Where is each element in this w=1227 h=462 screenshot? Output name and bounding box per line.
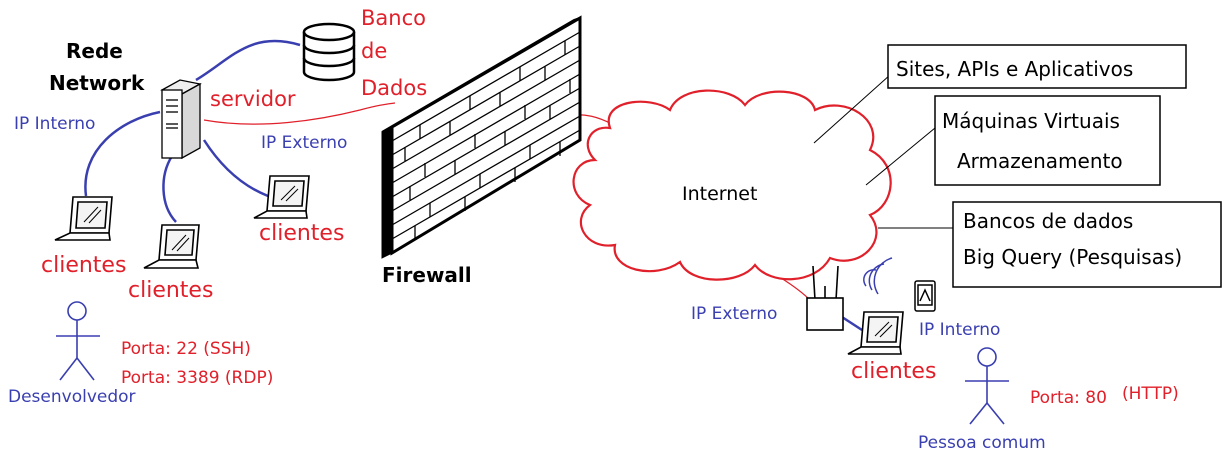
server-to-laptop1-link — [84, 110, 161, 197]
server-to-laptop3-link — [202, 139, 269, 198]
port-http-label-b: (HTTP) — [1122, 384, 1179, 404]
box-vms-text-line1: Máquinas Virtuais — [942, 109, 1120, 133]
laptop-icon-1 — [54, 196, 113, 241]
clientes-label-3: clientes — [259, 221, 344, 246]
port-rdp-label: Porta: 3389 (RDP) — [121, 368, 273, 388]
home-clientes-label: clientes — [851, 359, 936, 384]
callout-lines — [813, 74, 953, 229]
firewall-label: Firewall — [382, 263, 472, 287]
router-icon — [806, 265, 844, 331]
home-ip-interno-label: IP Interno — [919, 320, 1000, 340]
internal-connections — [84, 39, 863, 332]
common-person-label: Pessoa comum — [918, 433, 1046, 453]
network-title-line1: Rede — [66, 39, 123, 63]
server-to-laptop2-link — [162, 155, 177, 223]
server-icon — [160, 79, 202, 160]
servidor-label: servidor — [210, 87, 296, 111]
clientes-label-1: clientes — [41, 253, 126, 278]
internet-label: Internet — [682, 183, 757, 205]
banco-label-line1: Banco — [361, 6, 426, 30]
box-db-text-line2: Big Query (Pesquisas) — [963, 245, 1182, 269]
developer-label: Desenvolvedor — [8, 387, 136, 407]
server-to-db-link — [195, 39, 301, 82]
banco-label-line2: de — [361, 39, 387, 63]
port-ssh-label: Porta: 22 (SSH) — [121, 339, 251, 359]
phone-icon — [914, 280, 936, 312]
box-db-text-line1: Bancos de dados — [963, 209, 1133, 233]
common-person-icon — [965, 347, 1009, 425]
ip-interno-label: IP Interno — [14, 114, 95, 134]
network-title-line2: Network — [49, 71, 145, 95]
database-icon — [302, 22, 356, 82]
laptop-icon-home — [847, 311, 904, 355]
laptop-icon-2 — [143, 224, 200, 269]
server-to-firewall-link — [203, 102, 396, 125]
clientes-label-2: clientes — [128, 278, 213, 303]
box-sites-apis-text: Sites, APIs e Aplicativos — [896, 57, 1133, 81]
wifi-signal-icon — [863, 257, 893, 295]
home-ip-externo-label: IP Externo — [691, 304, 777, 324]
router-to-laptop-link — [841, 315, 863, 332]
banco-label-line3: Dados — [361, 76, 427, 100]
laptop-icon-3 — [253, 175, 310, 219]
port-http-label-a: Porta: 80 — [1030, 388, 1107, 408]
box-sites-apis — [887, 44, 1187, 89]
box-vms-storage — [934, 95, 1161, 186]
ip-externo-label: IP Externo — [261, 133, 347, 153]
internet-cloud-icon — [572, 89, 892, 281]
firewall-wall-icon — [381, 15, 582, 259]
developer-person-icon — [56, 301, 100, 381]
box-vms-text-line2: Armazenamento — [957, 149, 1123, 173]
box-databases — [952, 201, 1222, 288]
